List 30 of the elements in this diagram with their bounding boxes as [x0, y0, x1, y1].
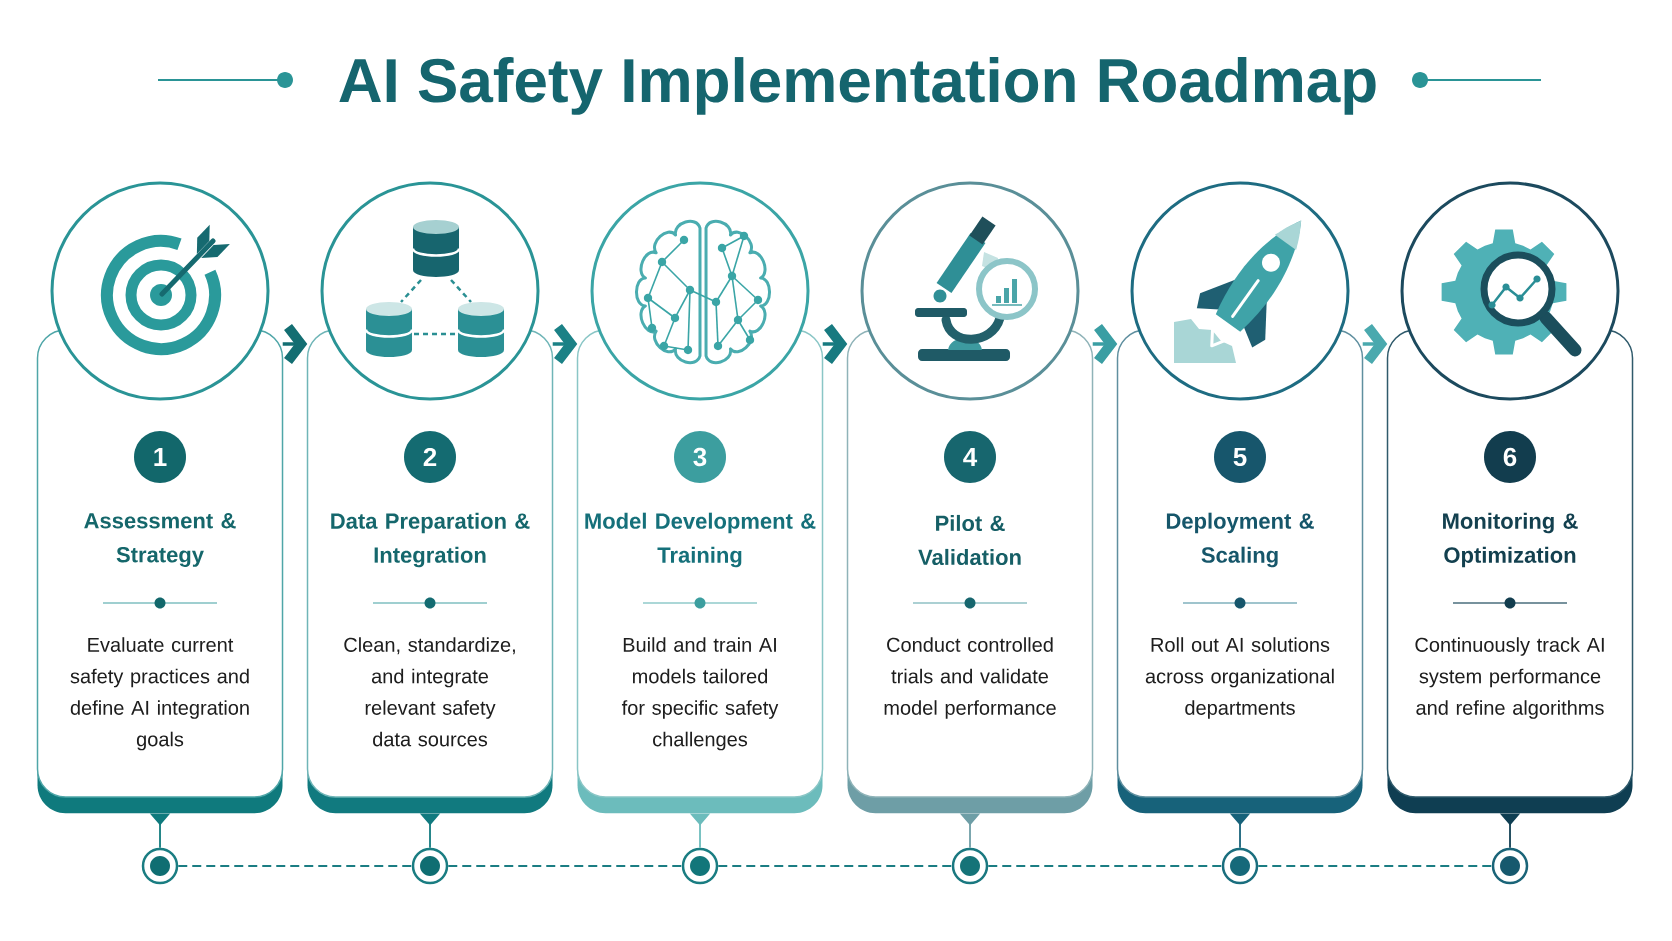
dashed-line: [987, 865, 1223, 867]
step-heading: Model Development & Training: [585, 512, 816, 568]
timeline-dot: [951, 847, 989, 885]
step-description: Roll out AI solutions across organizational departments: [1145, 637, 1334, 719]
dashed-line: [177, 865, 413, 867]
step-heading: Data Preparation & Integration: [331, 512, 530, 568]
step-description: Build and train AI models tailored for specific safety challenges: [621, 637, 779, 751]
dashed-line: [717, 865, 953, 867]
number-badge: 5: [1214, 431, 1266, 483]
number-badge: 1: [134, 431, 186, 483]
title: AI Safety Implementation Roadmap: [339, 57, 1376, 115]
timeline-dot: [1491, 847, 1529, 885]
timeline-dot: [141, 847, 179, 885]
step-heading: Pilot & Validation: [918, 514, 1021, 566]
number-badge: 4: [944, 431, 996, 483]
number-badge: 2: [404, 431, 456, 483]
dashed-line: [1257, 865, 1493, 867]
step-heading: Assessment & Strategy: [84, 513, 236, 567]
step-description: Clean, standardize, and integrate relevant safety data sources: [344, 637, 515, 747]
step-heading: Monitoring & Optimization: [1443, 512, 1578, 568]
step-description: Conduct controlled trials and validate model performance: [884, 637, 1056, 719]
step-description: Evaluate current safety practices and define AI integration goals: [70, 637, 249, 751]
step-description: Continuously track AI system performance and refine algorithms: [1415, 637, 1604, 719]
step-heading: Deployment & Scaling: [1166, 512, 1314, 568]
number-badge: 6: [1484, 431, 1536, 483]
number-badge: 3: [674, 431, 726, 483]
dashed-line: [447, 865, 683, 867]
timeline-dot: [411, 847, 449, 885]
timeline-dot: [681, 847, 719, 885]
timeline-dot: [1221, 847, 1259, 885]
